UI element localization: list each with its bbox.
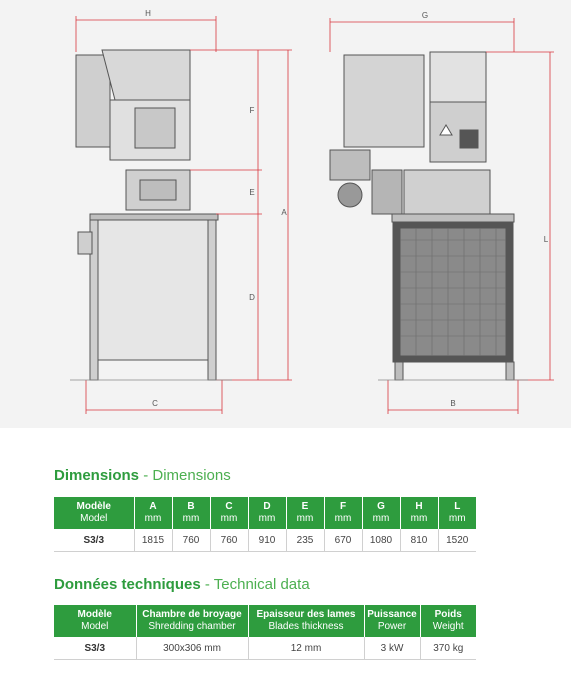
cell-B: 760 bbox=[172, 529, 211, 552]
cell-C: 760 bbox=[210, 529, 249, 552]
dimension-labels: H G F E A D L C B bbox=[145, 9, 549, 408]
cell-F: 670 bbox=[324, 529, 363, 552]
cell-D: 910 bbox=[248, 529, 287, 552]
label-A: A bbox=[281, 208, 287, 217]
dimensions-subtitle: - Dimensions bbox=[143, 467, 231, 484]
cell-blades: 12 mm bbox=[248, 637, 365, 660]
cell-A: 1815 bbox=[134, 529, 173, 552]
label-B: B bbox=[450, 399, 455, 408]
cell-G: 1080 bbox=[362, 529, 401, 552]
label-L: L bbox=[544, 235, 549, 244]
drawing-svg: H G F E A D L C B bbox=[70, 9, 554, 414]
side-view-machine bbox=[75, 49, 219, 381]
label-E: E bbox=[249, 188, 254, 197]
dimensions-heading: Dimensions - Dimensions bbox=[54, 467, 231, 484]
technical-heading: Données techniques - Technical data bbox=[54, 576, 310, 593]
technical-title: Données techniques bbox=[54, 576, 201, 593]
cell-model: S3/3 bbox=[54, 637, 137, 660]
cell-power: 3 kW bbox=[364, 637, 421, 660]
label-F: F bbox=[250, 106, 255, 115]
cell-E: 235 bbox=[286, 529, 325, 552]
cell-L: 1520 bbox=[438, 529, 476, 552]
cell-chamber: 300x306 mm bbox=[136, 637, 249, 660]
cell-H: 810 bbox=[400, 529, 439, 552]
label-C: C bbox=[152, 399, 158, 408]
cell-weight: 370 kg bbox=[420, 637, 476, 660]
label-D: D bbox=[249, 293, 255, 302]
mesh-pattern bbox=[400, 228, 506, 356]
technical-subtitle: - Technical data bbox=[204, 576, 310, 593]
cell-model: S3/3 bbox=[54, 529, 135, 552]
dimensions-title: Dimensions bbox=[54, 467, 140, 484]
front-view-machine bbox=[329, 51, 515, 381]
technical-drawings: H G F E A D L C B bbox=[0, 0, 571, 428]
label-H: H bbox=[145, 9, 151, 18]
table-row: S3/3 300x306 mm 12 mm 3 kW 370 kg bbox=[54, 637, 476, 660]
table-row: S3/3 1815 760 760 910 235 670 1080 810 1… bbox=[54, 529, 476, 552]
label-G: G bbox=[422, 11, 428, 20]
